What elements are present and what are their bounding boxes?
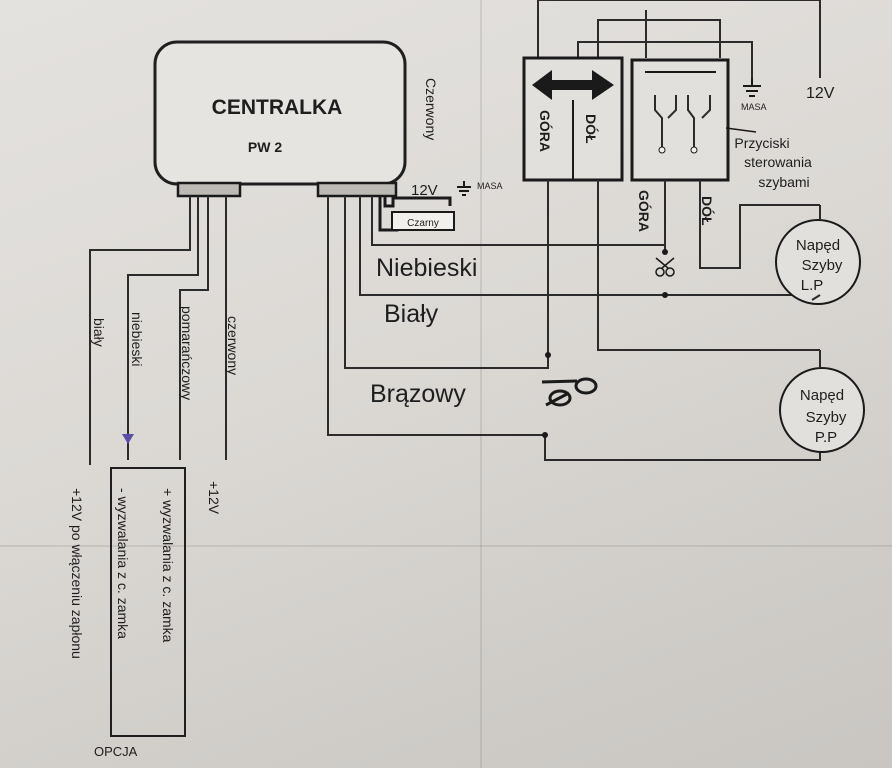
wire-label-niebieski: niebieski <box>129 312 145 366</box>
label-12v-switch: 12V <box>806 85 835 102</box>
switch-caption-2: sterowania <box>744 154 812 170</box>
motor-wire-ends <box>811 205 821 368</box>
wire-label-czerwony: czerwony <box>225 316 241 375</box>
scissors-icon-large <box>541 377 598 407</box>
terminal-plus-trigger: + wyzwalania z c. zamka <box>160 488 176 643</box>
caption-pointer <box>725 127 757 133</box>
central-unit-box <box>153 40 407 186</box>
left-wire-group <box>89 196 227 465</box>
switch-out-gora: GÓRA <box>636 190 653 232</box>
motor-right-front <box>779 367 865 453</box>
motor-pp-line2: Szyby <box>806 409 847 426</box>
wire-label-niebieski-right: Niebieski <box>376 254 477 282</box>
switch-label-dol: DÓŁ <box>583 114 600 144</box>
wire-label-bialy-right: Biały <box>384 300 439 328</box>
motor-pp-line3: P.P <box>815 429 837 446</box>
wire-label-czarny: Czarny <box>407 218 439 229</box>
paper-fold-horizontal <box>0 545 892 547</box>
switch-out-dol: DÓŁ <box>699 196 716 226</box>
wire-label-bialy: biały <box>91 318 107 347</box>
paper-fold-vertical <box>480 0 482 768</box>
terminal-ignition-12v: +12V po włączeniu zapłonu <box>69 488 85 659</box>
central-unit-model: PW 2 <box>248 139 282 155</box>
motor-left-front <box>775 219 861 305</box>
switch-caption-1: Przyciski <box>734 135 789 151</box>
double-arrow-icon <box>532 70 614 100</box>
window-switch-contacts <box>630 58 730 182</box>
ground-symbol-switch <box>743 78 761 97</box>
central-unit-title: CENTRALKA <box>212 96 343 119</box>
terminal-12v: +12V <box>206 481 222 515</box>
wire-label-czerwony-right: Czerwony <box>423 78 439 140</box>
option-label: OPCJA <box>94 744 138 759</box>
wire-label-brazowy-right: Brązowy <box>370 380 466 408</box>
label-masa-unit: MASA <box>477 181 503 191</box>
motor-lp-line3: L.P <box>801 277 824 294</box>
left-connector <box>176 181 242 198</box>
junction-dots <box>542 249 668 438</box>
option-box <box>110 467 186 737</box>
ground-symbol-unit <box>457 181 471 196</box>
motor-pp-line1: Napęd <box>800 387 844 404</box>
resistor-czarny <box>391 211 455 231</box>
motor-lp-line2: Szyby <box>802 257 843 274</box>
switch-caption-3: szybami <box>758 174 809 190</box>
switch-label-gora: GÓRA <box>537 110 554 152</box>
right-wire-group <box>327 196 666 436</box>
motor-lp-line1: Napęd <box>796 237 840 254</box>
right-connector <box>316 181 398 198</box>
switch-top-wires <box>537 0 821 78</box>
scissors-icon-small <box>655 257 675 277</box>
arrow-marker <box>122 434 134 444</box>
label-12v-unit: 12V <box>411 182 438 199</box>
switch-contact-lines <box>645 71 716 154</box>
switch-to-motor-wires <box>544 180 821 461</box>
label-masa-switch: MASA <box>741 102 767 112</box>
wire-label-pomaranczowy: pomarańczowy <box>179 306 195 400</box>
terminal-minus-trigger: - wyzwalania z c. zamka <box>115 488 131 639</box>
